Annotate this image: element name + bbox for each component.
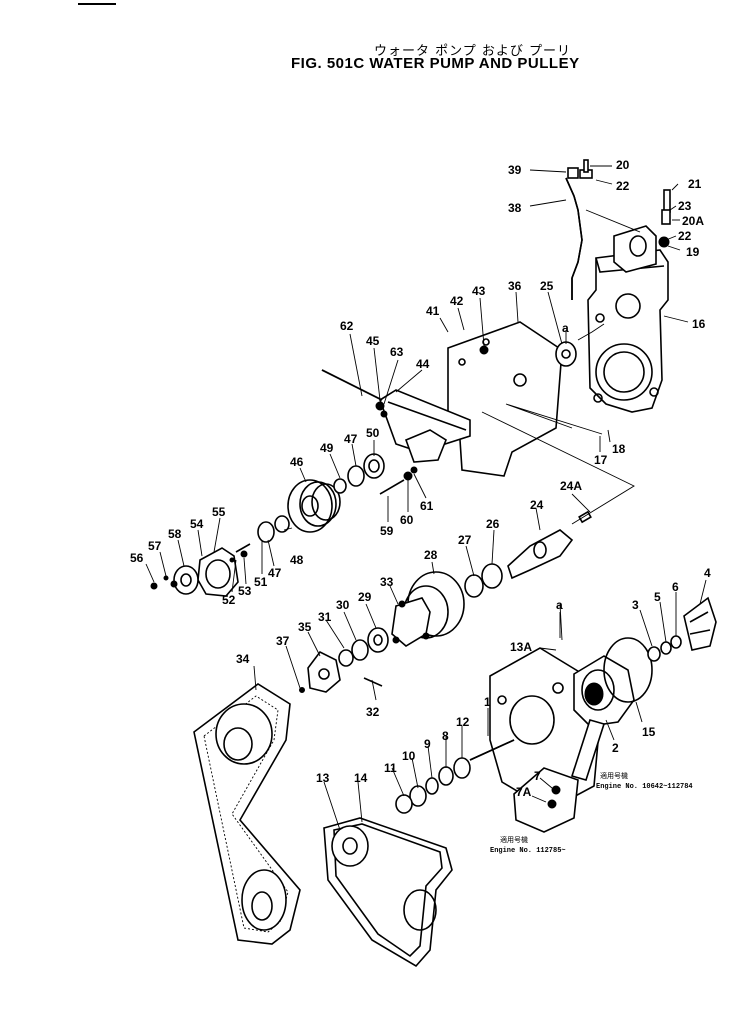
callout-17: 17 (594, 453, 608, 467)
callout-6: 6 (672, 580, 679, 594)
callout-29: 29 (358, 590, 372, 604)
adjuster-44 (379, 389, 471, 463)
plate-36 (447, 321, 577, 477)
callout-20: 20 (616, 158, 630, 172)
figure-title-japanese: ウォータ ポンプ および プーリ (374, 44, 572, 59)
callout-5: 5 (654, 590, 661, 604)
impeller-2 (570, 637, 653, 781)
oil-tube-38 (565, 159, 593, 300)
callout-22-b: 22 (678, 229, 692, 243)
pump-body-1 (395, 647, 601, 814)
callout-15: 15 (642, 725, 656, 739)
callout-38: 38 (508, 201, 522, 215)
callout-11: 11 (384, 761, 397, 775)
callout-52: 52 (222, 593, 236, 607)
serial-note-2: Engine No. 112785~ (490, 847, 566, 855)
parts-3-6 (647, 596, 717, 662)
callout-23: 23 (678, 199, 692, 213)
callout-labels: 39 20 22 21 23 20A 22 19 38 36 25 a 43 4… (130, 158, 711, 799)
callout-26: 26 (486, 517, 500, 531)
callout-57: 57 (148, 539, 162, 553)
callout-24: 24 (530, 498, 544, 512)
callout-55: 55 (212, 505, 226, 519)
callout-9: 9 (424, 737, 431, 751)
belt-34 (193, 683, 301, 945)
callout-8: 8 (442, 729, 449, 743)
callout-49: 49 (320, 441, 334, 455)
callout-62: 62 (340, 319, 354, 333)
part-7-block (513, 767, 579, 833)
callout-28: 28 (424, 548, 438, 562)
callout-36: 36 (508, 279, 522, 293)
callout-51: 51 (254, 575, 268, 589)
callout-13a: 13A (510, 640, 532, 654)
callout-24a: 24A (560, 479, 582, 493)
callout-39: 39 (508, 163, 522, 177)
callout-2: 2 (612, 741, 619, 755)
callout-25: 25 (540, 279, 554, 293)
callout-10: 10 (402, 749, 416, 763)
callout-47: 47 (344, 432, 358, 446)
callout-47-b: 47 (268, 566, 282, 580)
callout-34: 34 (236, 652, 250, 666)
callout-7: 7 (534, 769, 541, 783)
hub-54-group (150, 543, 251, 597)
callout-58: 58 (168, 527, 182, 541)
callout-61: 61 (420, 499, 434, 513)
callout-60: 60 (400, 513, 414, 527)
pulley-28 (299, 571, 465, 693)
bolt-59 (379, 466, 418, 495)
callout-37: 37 (276, 634, 290, 648)
callout-20a: 20A (682, 214, 704, 228)
callout-27: 27 (458, 533, 472, 547)
leader-lines (145, 165, 707, 831)
callout-21: 21 (688, 177, 702, 191)
callout-14: 14 (354, 771, 368, 785)
serial-note-2-jp: 適用号機 (500, 835, 528, 844)
callout-43: 43 (472, 284, 486, 298)
callout-33: 33 (380, 575, 394, 589)
callout-12: 12 (456, 715, 470, 729)
serial-note-1-jp: 適用号機 (600, 771, 628, 780)
shaft-24 (464, 510, 592, 598)
callout-a-2: a (556, 598, 563, 612)
bolt-62 (321, 369, 388, 418)
callout-56: 56 (130, 551, 144, 565)
callout-4: 4 (704, 566, 711, 580)
callout-54: 54 (190, 517, 204, 531)
callout-3: 3 (632, 598, 639, 612)
serial-notes: 適用号機 Engine No. 10642~112784 適用号機 Engine… (490, 771, 693, 855)
callout-44: 44 (416, 357, 430, 371)
serial-note-1: Engine No. 10642~112784 (596, 783, 693, 791)
figure-title: FIG. 501C WATER PUMP AND PULLEY (291, 55, 580, 72)
callout-42: 42 (450, 294, 464, 308)
callout-48: 48 (290, 553, 304, 567)
callout-13: 13 (316, 771, 330, 785)
callout-a-1: a (562, 321, 569, 335)
callout-7a: 7A (516, 785, 532, 799)
callout-63: 63 (390, 345, 404, 359)
callout-32: 32 (366, 705, 380, 719)
callout-59: 59 (380, 524, 394, 538)
callout-41: 41 (426, 304, 440, 318)
callout-53: 53 (238, 584, 252, 598)
callout-22: 22 (616, 179, 630, 193)
callout-50: 50 (366, 426, 380, 440)
callout-16: 16 (692, 317, 706, 331)
pulley-46-group (257, 453, 385, 543)
callout-35: 35 (298, 620, 312, 634)
callout-18: 18 (612, 442, 626, 456)
callout-45: 45 (366, 334, 380, 348)
callout-31: 31 (318, 610, 332, 624)
callout-19: 19 (686, 245, 700, 259)
callout-46: 46 (290, 455, 304, 469)
belt-14 (323, 817, 453, 968)
mount-block (613, 189, 671, 273)
bracket-16 (587, 249, 669, 413)
callout-30: 30 (336, 598, 350, 612)
callout-1: 1 (484, 695, 491, 709)
top-rule (78, 3, 116, 5)
